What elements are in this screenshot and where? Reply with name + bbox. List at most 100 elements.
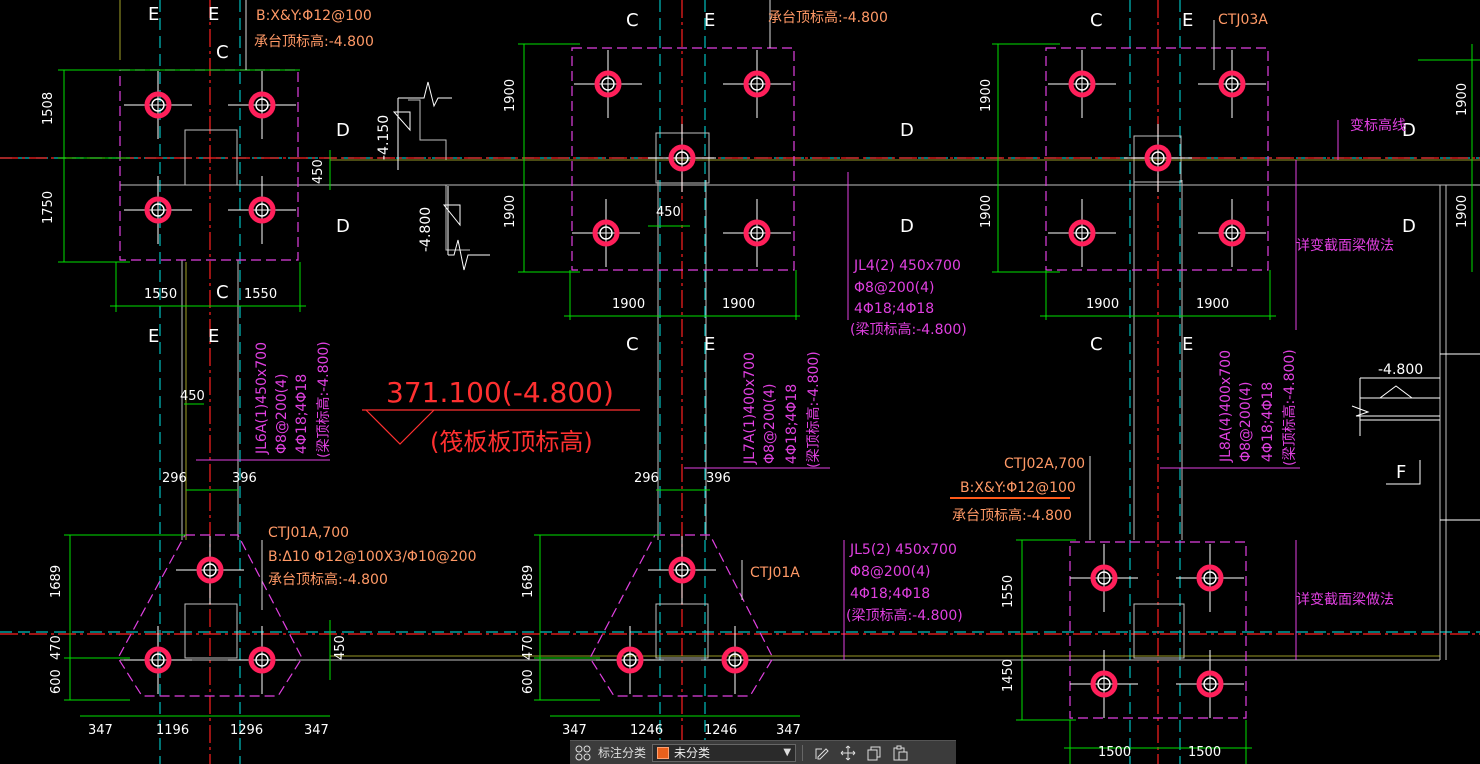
dim-text: 1900: [503, 195, 518, 228]
pile-marker: [1176, 544, 1244, 612]
elevation-texts: -4.150 -4.800 -4.800: [376, 115, 1423, 378]
elevation-value: -4.800: [418, 207, 434, 252]
copy-icon[interactable]: [861, 742, 887, 764]
cap-elevation-note: 承台顶标高:-4.800: [254, 33, 374, 50]
cap-id-label: CTJ03A: [1218, 12, 1268, 28]
annotation-category-select[interactable]: 未分类 ▼: [652, 743, 797, 762]
break-symbols: [392, 81, 1480, 521]
toolbar-divider: [802, 744, 804, 761]
change-elevation-line-note: 变标高线: [1350, 117, 1406, 134]
axis-label-e: E: [208, 326, 219, 347]
chevron-down-icon: ▼: [783, 747, 792, 758]
piles: [124, 50, 1266, 718]
dim-text: 1900: [1086, 297, 1119, 312]
beam-label: JL6A(1)450x700: [254, 342, 270, 455]
axis-label-c: C: [626, 334, 639, 355]
dim-text: 1900: [1196, 297, 1229, 312]
dim-text: 347: [304, 723, 329, 738]
beam-label: JL8A(4)400x700: [1218, 350, 1234, 463]
annotation-toolbar: 标注分类 未分类 ▼: [570, 740, 956, 764]
dim-text: 600: [521, 669, 536, 694]
dim-text: 1196: [156, 723, 189, 738]
dim-text: 347: [562, 723, 587, 738]
pile-marker: [1048, 50, 1116, 118]
dim-text: 296: [634, 471, 659, 486]
move-icon[interactable]: [835, 742, 861, 764]
dim-text: 347: [88, 723, 113, 738]
beam-stirrup: Φ8@200(4): [1238, 382, 1254, 462]
pile-marker: [1198, 50, 1266, 118]
beam-rebar: 4Φ18;4Φ18: [854, 301, 934, 317]
dim-text: 1550: [244, 287, 277, 302]
dimension-lines: [58, 43, 1480, 764]
axis-label-e: E: [148, 4, 159, 25]
pile-marker: [723, 199, 791, 267]
grid-icon[interactable]: [570, 742, 596, 764]
dim-text: 1500: [1098, 745, 1131, 760]
edit-icon[interactable]: [809, 742, 835, 764]
elevation-value: -4.150: [376, 115, 392, 160]
pile-marker: [1070, 650, 1138, 718]
cap-elevation-note: 承台顶标高:-4.800: [952, 507, 1072, 524]
beam-label: JL4(2) 450x700: [853, 258, 961, 274]
beam-annotations: JL4(2) 450x700 Φ8@200(4) 4Φ18;4Φ18 (梁顶标高…: [254, 117, 1406, 624]
dim-text: 1550: [144, 287, 177, 302]
dim-text: 1689: [49, 565, 64, 598]
pile-marker: [648, 536, 716, 604]
axis-label-d: D: [336, 216, 350, 237]
dim-text: 1508: [41, 92, 56, 125]
axis-labels: E E C C E C E D D D D D D C E E C E C E …: [148, 4, 1416, 483]
pile-marker: [596, 626, 664, 694]
pile-marker: [1124, 124, 1192, 192]
pile-marker: [1198, 199, 1266, 267]
dim-text: 600: [49, 669, 64, 694]
axis-label-c: C: [1090, 334, 1103, 355]
axis-label-c: C: [216, 42, 229, 63]
beam-elevation: (梁顶标高:-4.800): [805, 351, 822, 468]
pile-marker: [574, 50, 642, 118]
axis-label-e: E: [1182, 10, 1193, 31]
dim-text: 1900: [979, 195, 994, 228]
axis-label-d: D: [1402, 120, 1416, 141]
pile-marker: [1048, 199, 1116, 267]
dim-text: 347: [776, 723, 801, 738]
dim-text: 1900: [612, 297, 645, 312]
pile-marker: [124, 176, 192, 244]
pile-marker: [1070, 544, 1138, 612]
dim-text: 1246: [630, 723, 663, 738]
dim-text: 1450: [1001, 659, 1016, 692]
cap-elevation-note: 承台顶标高:-4.800: [268, 571, 388, 588]
cap-id-label: CTJ01A,700: [268, 525, 349, 541]
cap-elevation-note: 承台顶标高:-4.800: [768, 9, 888, 26]
category-selected-value: 未分类: [674, 746, 711, 760]
beam-stirrup: Φ8@200(4): [854, 280, 934, 296]
axis-label-e: E: [208, 4, 219, 25]
dim-text: 1900: [979, 79, 994, 112]
beam-elevation: (梁顶标高:-4.800): [850, 321, 967, 338]
beam-stirrup: Φ8@200(4): [850, 564, 930, 580]
raft-elevation-value: 371.100(-4.800): [386, 376, 614, 409]
pile-marker: [723, 50, 791, 118]
axis-label-c: C: [1090, 10, 1103, 31]
dim-text: 450: [311, 159, 326, 184]
cap-id-label: CTJ02A,700: [1004, 456, 1085, 472]
paste-icon[interactable]: [887, 742, 913, 764]
axis-label-d: D: [900, 120, 914, 141]
beam-stirrup: Φ8@200(4): [762, 384, 778, 464]
magenta-solid-lines: [196, 120, 1339, 660]
dim-text: 1900: [503, 79, 518, 112]
pile-marker: [228, 626, 296, 694]
beam-rebar: 4Φ18;4Φ18: [1260, 382, 1276, 462]
dim-text: 1296: [230, 723, 263, 738]
dim-text: 470: [49, 635, 64, 660]
dim-text: 1550: [1001, 575, 1016, 608]
dim-text: 296: [162, 471, 187, 486]
dim-text: 1246: [704, 723, 737, 738]
beam-label: JL7A(1)400x700: [742, 352, 758, 465]
yellow-lines: [119, 0, 1480, 657]
leader-lines: [245, 0, 1215, 610]
axis-label-e: E: [148, 326, 159, 347]
cap-annotations: B:X&Y:Φ12@100 承台顶标高:-4.800 承台顶标高:-4.800 …: [254, 8, 1268, 588]
dim-text: 1689: [521, 565, 536, 598]
